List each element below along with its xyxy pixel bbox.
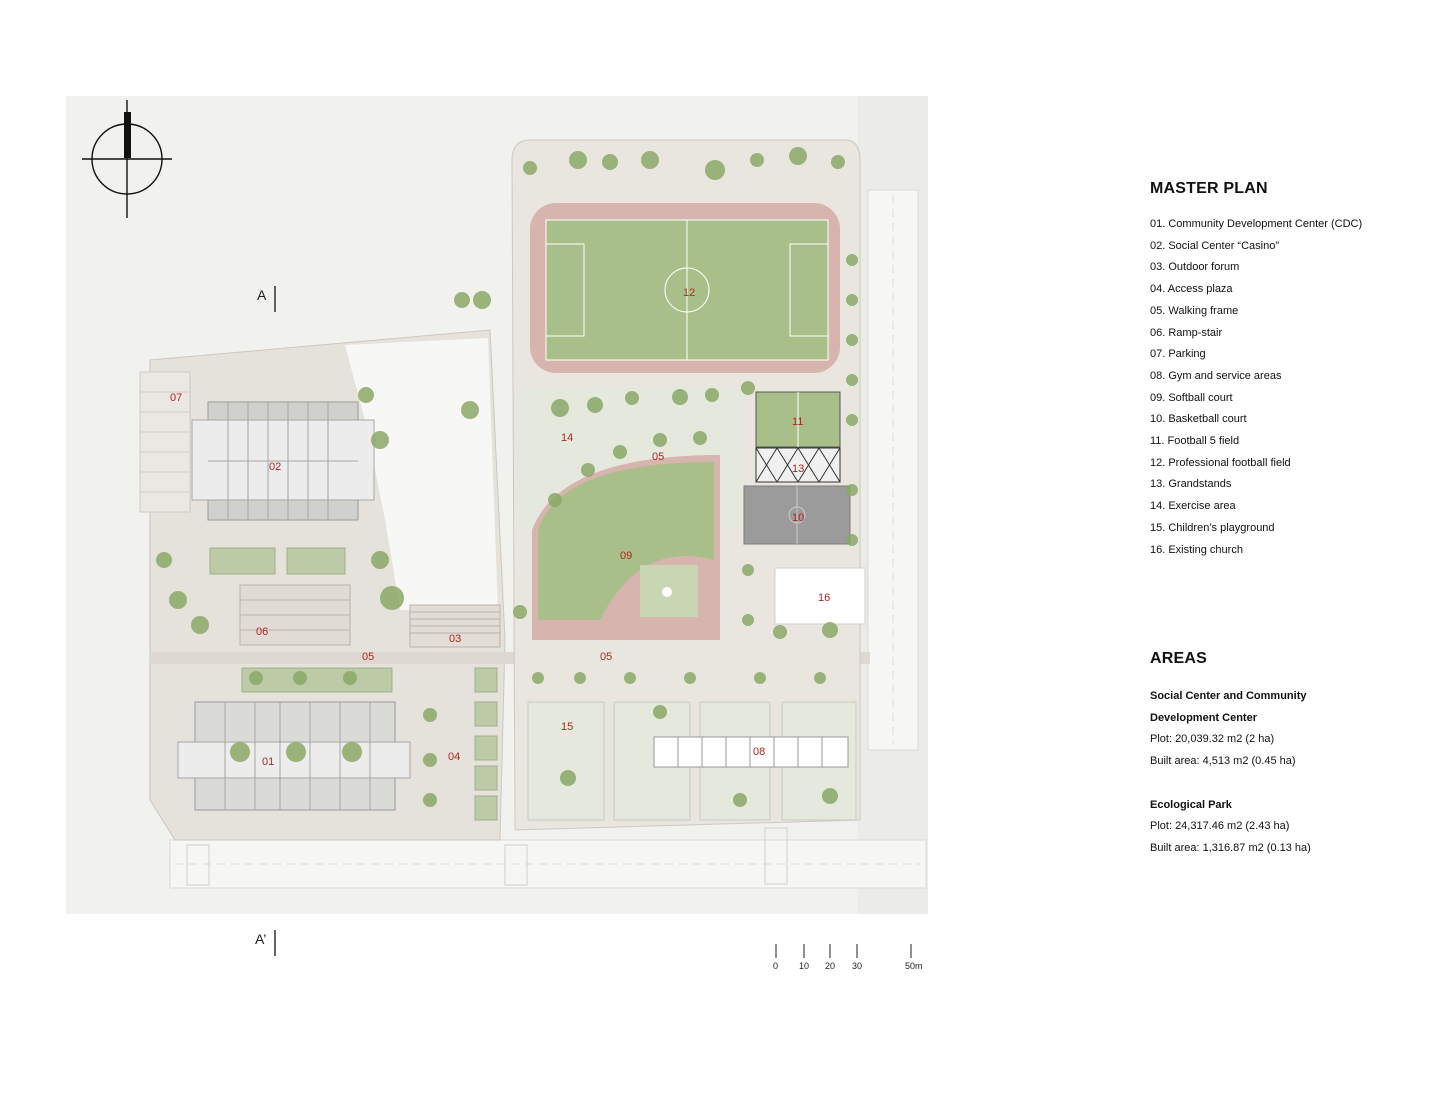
section-marker-a-prime: A’ xyxy=(255,930,276,956)
east-road xyxy=(867,189,919,751)
group1-title-line2: Development Center xyxy=(1150,711,1257,724)
legend-item: 01. Community Development Center (CDC) xyxy=(1150,218,1363,230)
north-arrow-icon xyxy=(82,100,172,218)
legend-item: 15. Children’s playground xyxy=(1150,521,1275,534)
legend-item: 09. Softball court xyxy=(1150,391,1233,404)
zone-label-14: 14 xyxy=(561,432,573,444)
legend-item: 06. Ramp-stair xyxy=(1150,326,1223,339)
building-02-casino xyxy=(191,401,375,521)
building-01-cdc xyxy=(177,701,411,811)
football-5-field xyxy=(755,391,841,448)
legend-item: 08. Gym and service areas xyxy=(1150,369,1282,382)
existing-church xyxy=(774,567,866,625)
ramp-stair xyxy=(239,584,351,646)
zone-label-01: 01 xyxy=(262,756,274,768)
scale-tick-10: 10 xyxy=(799,961,809,971)
zone-label-13: 13 xyxy=(792,463,804,475)
zone-label-07: 07 xyxy=(170,392,182,404)
zone-label-04: 04 xyxy=(448,751,460,763)
south-road xyxy=(169,827,927,889)
scale-bar-icon xyxy=(775,944,912,958)
scale-tick-0: 0 xyxy=(773,961,778,971)
zone-label-03: 03 xyxy=(449,633,461,645)
legend-item: 02. Social Center “Casino” xyxy=(1150,239,1280,252)
legend-item: 03. Outdoor forum xyxy=(1150,261,1240,274)
section-label-a-prime: A’ xyxy=(255,931,266,947)
zone-label-09: 09 xyxy=(620,550,632,562)
zone-label-10: 10 xyxy=(792,512,804,524)
zone-label-06: 06 xyxy=(256,626,268,638)
zone-label-12: 12 xyxy=(683,287,695,299)
zone-label-05-south: 05 xyxy=(600,651,612,663)
section-label-a: A xyxy=(257,287,267,303)
master-plan-map: A A’ xyxy=(66,96,928,971)
zone-label-05-west: 05 xyxy=(362,651,374,663)
group2-title: Ecological Park xyxy=(1150,798,1232,811)
legend-item: 07. Parking xyxy=(1150,348,1206,361)
group1-title-line1: Social Center and Community xyxy=(1150,690,1307,702)
legend-item: 05. Walking frame xyxy=(1150,304,1239,317)
scale-tick-20: 20 xyxy=(825,961,835,971)
scale-bar-labels: 0 10 20 30 50m xyxy=(773,961,923,971)
legend-item: 10. Basketball court xyxy=(1150,413,1247,426)
professional-football-field xyxy=(530,203,840,373)
group1-built-area: Built area: 4,513 m2 (0.45 ha) xyxy=(1150,755,1296,768)
zone-label-02: 02 xyxy=(269,461,281,473)
zone-label-11: 11 xyxy=(792,416,803,428)
spacer xyxy=(1150,773,1430,795)
group1-plot: Plot: 20,039.32 m2 (2 ha) xyxy=(1150,733,1275,746)
legend-item: 11. Football 5 field xyxy=(1150,435,1240,448)
areas-title: AREAS xyxy=(1150,650,1208,667)
group2-plot: Plot: 24,317.46 m2 (2.43 ha) xyxy=(1150,820,1290,833)
zone-label-08: 08 xyxy=(753,746,765,758)
softball-court xyxy=(532,455,720,640)
trees xyxy=(156,147,858,807)
master-plan-legend: MASTER PLAN 01. Community Development Ce… xyxy=(1150,180,1430,561)
basketball-court xyxy=(743,485,851,545)
outdoor-forum xyxy=(409,604,501,648)
scale-tick-30: 30 xyxy=(852,961,862,971)
zone-labels: 01 02 03 04 05 05 05 06 07 08 09 10 11 1… xyxy=(170,287,830,768)
zone-label-16: 16 xyxy=(818,592,830,604)
legend-item: 14. Exercise area xyxy=(1150,500,1236,513)
legend-item: 16. Existing church xyxy=(1150,543,1243,556)
master-plan-title: MASTER PLAN xyxy=(1150,180,1268,197)
scale-tick-50m: 50m xyxy=(905,961,923,971)
open-lawn xyxy=(345,338,498,610)
grandstands xyxy=(755,447,841,483)
gym-building xyxy=(653,736,849,768)
legend-item: 13. Grandstands xyxy=(1150,478,1232,491)
section-marker-a: A xyxy=(257,286,276,312)
legend-item: 12. Professional football field xyxy=(1150,456,1291,469)
legend-item: 04. Access plaza xyxy=(1150,283,1233,296)
group2-built-area: Built area: 1,316.87 m2 (0.13 ha) xyxy=(1150,841,1311,854)
areas-panel: AREAS Social Center and Community Develo… xyxy=(1150,650,1430,860)
zone-label-05-north: 05 xyxy=(652,451,664,463)
parking-area xyxy=(139,371,191,513)
zone-label-15: 15 xyxy=(561,721,573,733)
